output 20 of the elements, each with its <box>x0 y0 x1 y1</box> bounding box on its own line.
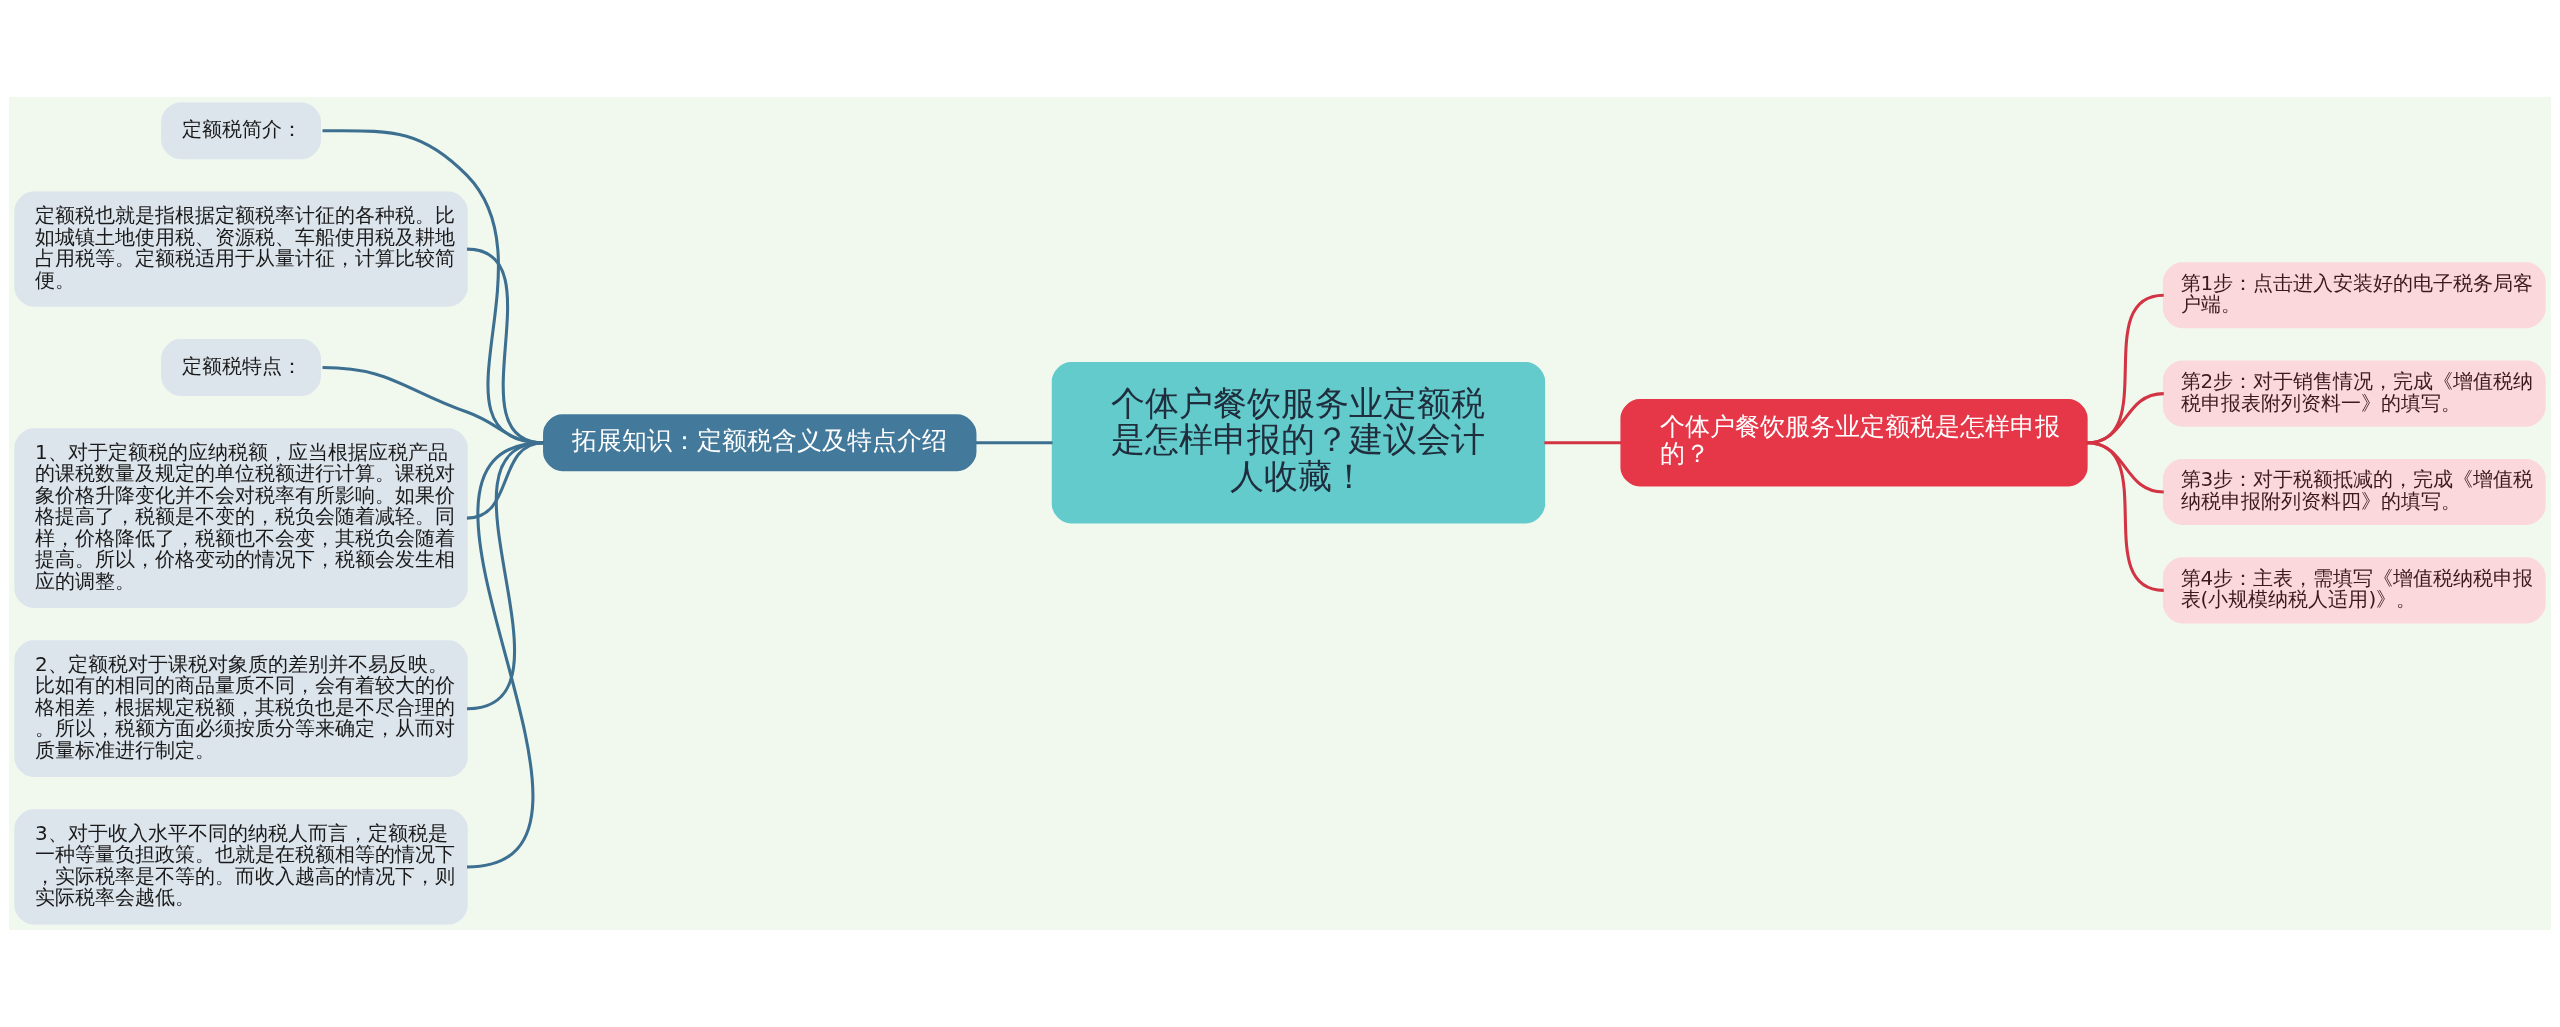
node-box: 拓展知识：定额税含义及特点介绍 <box>543 414 977 472</box>
node-box: 定额税特点： <box>161 339 321 396</box>
node-box: 个体户餐饮服务业定额税是怎样申报的？建议会计人收藏！ <box>1051 362 1546 524</box>
connector <box>466 441 545 711</box>
node-box: 第4步：主表，需填写《增值税纳税申报表(小规模纳税人适用)》。 <box>2162 557 2546 624</box>
connector <box>466 441 545 520</box>
connector <box>2086 441 2164 494</box>
node-box: 1、对于定额税的应纳税额，应当根据应税产品的课税数量及规定的单位税额进行计算。课税对象价格升降变化并不会对税率有所影响。如果价格提高了，税额是不变的，税负会随着减轻。同样，价格降低了，税额也不会变，其税负会随着提高。所以，价格变动的情况下，税额会发生相应的调整。 <box>14 428 468 608</box>
node-box: 第3步：对于税额抵减的，完成《增值税纳税申报附列资料四》的填写。 <box>2162 458 2546 526</box>
node-box: 第1步：点击进入安装好的电子税务局客户端。 <box>2162 262 2546 329</box>
node-box: 3、对于收入水平不同的纳税人而言，定额税是一种等量负担政策。也就是在税额相等的情况下，实际税率是不等的。而收入越高的情况下，则实际税率会越低。 <box>14 809 468 925</box>
node-box: 定额税简介： <box>161 102 321 160</box>
node-box: 第2步：对于销售情况，完成《增值税纳税申报表附列资料一》的填写。 <box>2162 360 2546 427</box>
node-box: 2、定额税对于课税对象质的差别并不易反映。比如有的相同的商品量质不同，会有着较大的价格相差，根据规定税额，其税负也是不尽合理的。所以，税额方面必须按质分等来确定，从而对质量标准进行制定。 <box>14 640 468 778</box>
connector <box>466 441 545 869</box>
node-box: 个体户餐饮服务业定额税是怎样申报的？ <box>1620 399 2088 487</box>
connector <box>975 441 1053 445</box>
node-box: 定额税也就是指根据定额税率计征的各种税。比如城镇土地使用税、资源税、车船使用税及耕地占用税等。定额税适用于从量计征，计算比较简便。 <box>14 191 468 307</box>
connector <box>1544 441 1622 445</box>
connector <box>2086 441 2164 592</box>
